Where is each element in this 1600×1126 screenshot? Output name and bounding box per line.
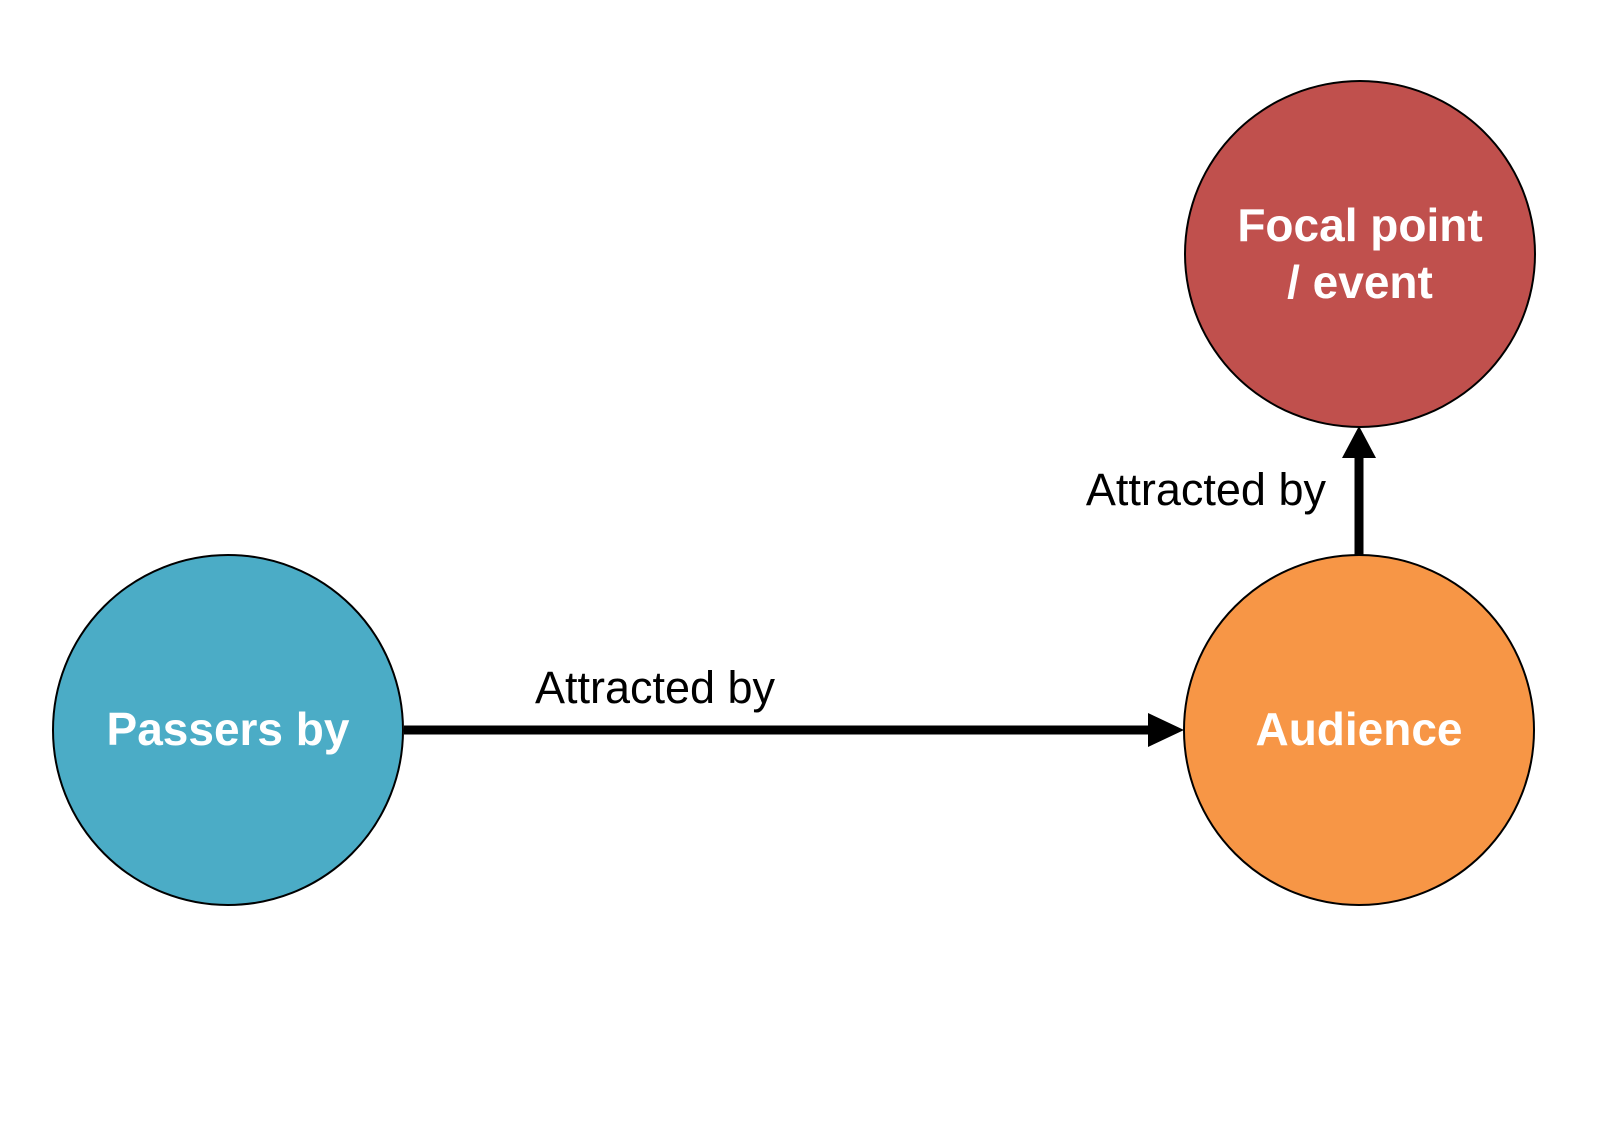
- edge-label-audience-to-focalpoint: Attracted by: [1085, 464, 1326, 515]
- arrow-passersby-to-audience: [404, 713, 1184, 747]
- arrow-audience-to-focalpoint: [1342, 426, 1376, 556]
- node-passers-by: Passers by: [52, 554, 404, 906]
- node-focal-point-event: Focal point / event: [1184, 80, 1536, 428]
- node-audience: Audience: [1183, 554, 1535, 906]
- edge-label-passersby-to-audience: Attracted by: [534, 662, 776, 713]
- node-audience-label: Audience: [1255, 703, 1463, 756]
- node-focal-point-event-label-line2: / event: [1287, 256, 1433, 308]
- node-focal-point-event-label-line1: Focal point: [1237, 198, 1483, 251]
- node-focal-point-event-label: Focal point / event: [1237, 197, 1482, 311]
- node-passers-by-label: Passers by: [106, 703, 350, 756]
